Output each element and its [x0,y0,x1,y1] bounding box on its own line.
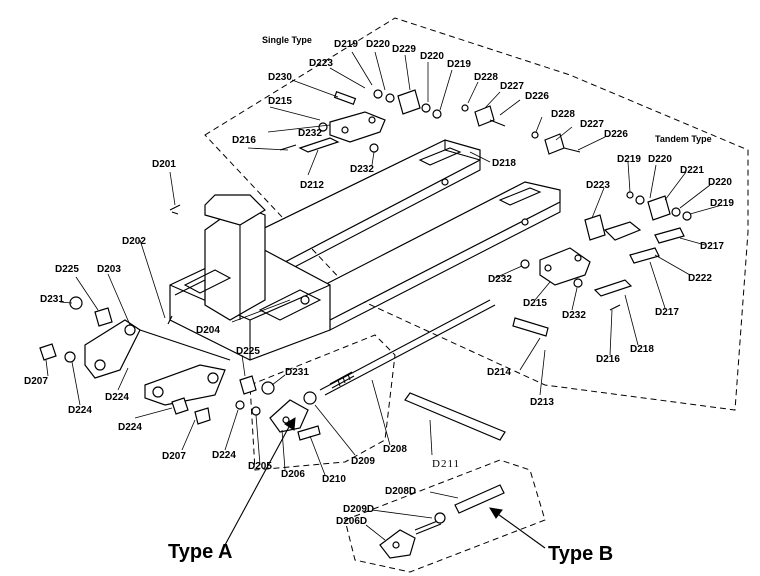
part-label: D205 [248,461,272,472]
part-label: D218 [492,158,516,169]
part-label: D215 [268,96,292,107]
part-label: D202 [122,236,146,247]
part-label: D216 [596,354,620,365]
handle-linkage [39,204,549,441]
type-b-assembly [379,484,505,559]
boundary-type-b [344,459,546,573]
part-label: D217 [655,307,679,318]
part-label: D224 [105,392,129,403]
part-label: D232 [350,164,374,175]
part-label: D208 [383,444,407,455]
tandem-type-assembly [520,131,692,311]
part-label: D225 [55,264,79,275]
part-label: D207 [24,376,48,387]
part-label: D232 [488,274,512,285]
part-label: D224 [68,405,92,416]
label-tandem-type: Tandem Type [655,134,712,144]
part-label: D223 [309,58,333,69]
part-label: D214 [487,367,511,378]
leader-lines [45,51,723,549]
part-label: D225 [236,346,260,357]
part-label: D219 [710,198,734,209]
part-label: D217 [700,241,724,252]
part-label: D204 [196,325,220,336]
part-label: D227 [580,119,604,130]
part-label: D221 [680,165,704,176]
single-type-assembly [279,89,506,153]
part-label: D220 [420,51,444,62]
part-label: D227 [500,81,524,92]
part-label: D219 [617,154,641,165]
part-label: D216 [232,135,256,146]
part-label: D201 [152,159,176,170]
part-label: D228 [551,109,575,120]
part-label: D229 [392,44,416,55]
boundary-single-tandem [204,17,749,411]
part-label: D215 [523,298,547,309]
label-single-type: Single Type [262,35,312,45]
part-label: D220 [648,154,672,165]
part-label: D223 [586,180,610,191]
part-label: D218 [630,344,654,355]
part-label: D226 [604,129,628,140]
part-label: D231 [40,294,64,305]
part-label: D209D [343,504,374,515]
part-label: D228 [474,72,498,83]
boundary-type-a [249,334,396,471]
part-label: D219 [447,59,471,70]
part-label: D213 [530,397,554,408]
part-label: D220 [708,177,732,188]
part-label: D203 [97,264,121,275]
part-label: D222 [688,273,712,284]
part-label: D207 [162,451,186,462]
part-label: D208D [385,486,416,497]
part-label: D232 [298,128,322,139]
part-label: D219 [334,39,358,50]
part-label: D210 [322,474,346,485]
label-type-a: Type A [168,541,232,563]
part-label: D206 [281,469,305,480]
part-label: D206D [336,516,367,527]
part-label: D212 [300,180,324,191]
part-label: D232 [562,310,586,321]
part-label: D209 [351,456,375,467]
part-label: D211 [432,458,460,470]
part-label: D224 [212,450,236,461]
label-type-b: Type B [548,543,613,565]
part-label: D226 [525,91,549,102]
part-label: D231 [285,367,309,378]
part-labels: Single Type Tandem Type Type A Type B D2… [24,35,734,565]
part-label: D230 [268,72,292,83]
part-label: D224 [118,422,142,433]
part-label: D220 [366,39,390,50]
pallet-truck-frame [169,139,561,361]
